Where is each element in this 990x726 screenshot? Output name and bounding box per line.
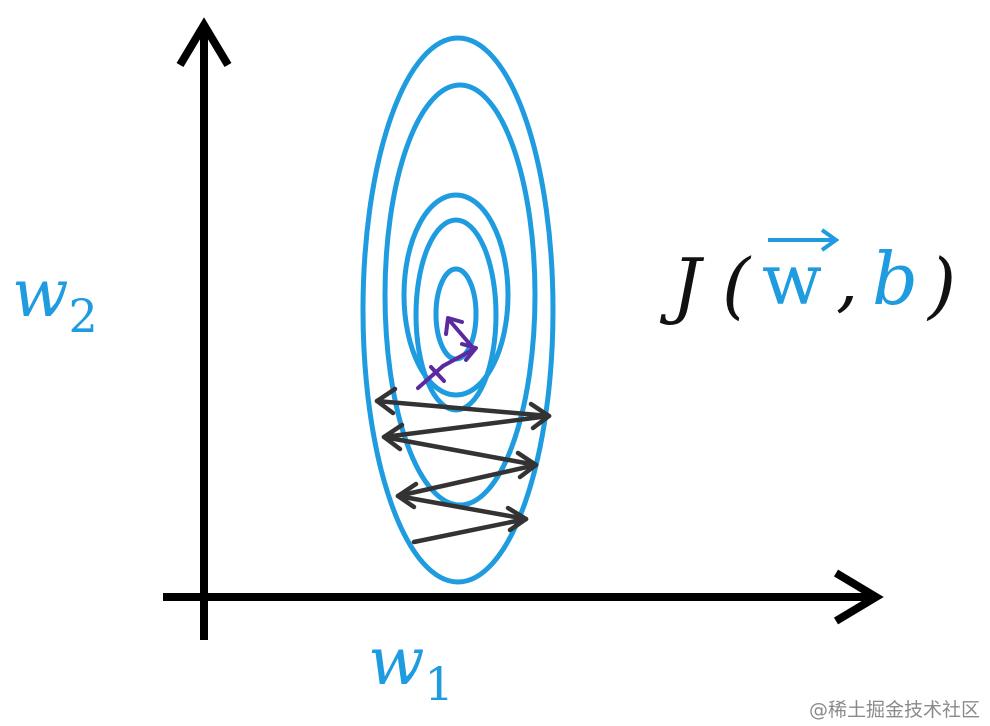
contours xyxy=(360,35,556,585)
vector-arrow-icon xyxy=(768,228,840,252)
final-step-tick xyxy=(429,365,446,383)
zigzag-step xyxy=(381,434,539,468)
zigzag-arrowhead xyxy=(374,386,398,416)
zigzag-step xyxy=(395,462,539,499)
zigzag-step xyxy=(411,516,529,545)
final-step-arrowhead xyxy=(460,342,478,362)
x-axis-label: w1 xyxy=(368,623,454,711)
zigzag-step xyxy=(374,398,552,419)
final-step xyxy=(441,347,476,368)
cost-open-paren: ( xyxy=(722,243,752,327)
y-axis-arrowhead xyxy=(176,17,232,68)
cost-bias-b: b xyxy=(872,237,918,321)
contour-3 xyxy=(401,192,511,398)
contour-1 xyxy=(360,35,556,585)
cost-close-paren: ) xyxy=(926,243,956,327)
cost-func-name: J xyxy=(659,243,705,327)
zigzag-step xyxy=(381,413,552,440)
x-axis-arrowhead xyxy=(833,569,884,625)
zigzag-step xyxy=(395,493,529,522)
y-axis-label: w2 xyxy=(12,255,98,343)
cost-comma: , xyxy=(836,239,858,321)
axes xyxy=(163,17,884,640)
final-steps xyxy=(416,316,478,390)
watermark: @稀土掘金技术社区 xyxy=(809,699,980,721)
cost-vec-w: w xyxy=(762,239,822,321)
final-step xyxy=(416,364,445,390)
zigzag-path xyxy=(374,386,552,545)
final-step xyxy=(448,319,476,351)
cost-function-label: J ( w , b ) xyxy=(659,228,956,327)
final-step-arrowhead xyxy=(444,316,464,336)
